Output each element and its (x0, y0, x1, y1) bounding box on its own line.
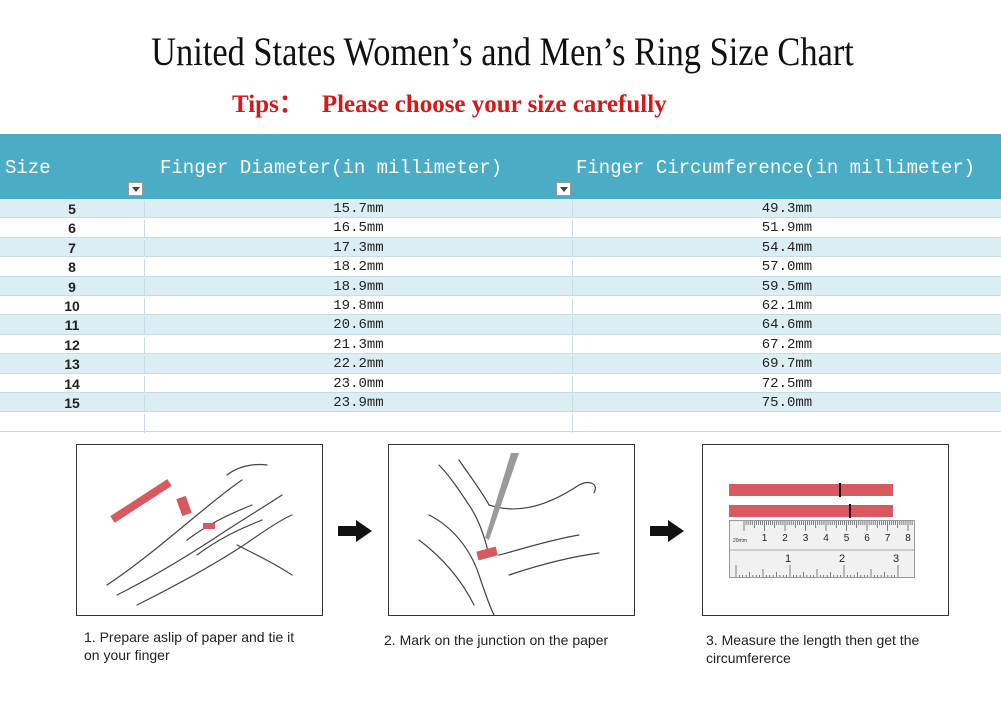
circumference-cell: 69.7mm (572, 356, 1001, 376)
paper-strip-top (729, 483, 893, 497)
arrow-right-icon (338, 520, 372, 542)
diameter-cell: 18.2mm (144, 259, 572, 279)
table-header: Size Finger Diameter(in millimeter) Fing… (0, 134, 1001, 199)
size-cell: 12 (64, 336, 80, 353)
diameter-cell: 23.9mm (144, 394, 572, 414)
ruler-ticks: 1 2 3 4 5 6 7 8 1 2 3 (730, 521, 914, 577)
ruler-cm-label: 3 (803, 533, 809, 544)
page-title: United States Women’s and Men’s Ring Siz… (151, 29, 854, 74)
diameter-cell: 17.3mm (144, 239, 572, 259)
diameter-cell: 19.8mm (144, 297, 572, 317)
ruler-cm-label: 2 (782, 533, 788, 544)
size-cell: 9 (68, 278, 76, 295)
ruler-inch-label: 1 (785, 553, 791, 565)
circumference-cell: 49.3mm (572, 201, 1001, 220)
size-cell: 13 (64, 356, 80, 373)
filter-dropdown-icon[interactable] (128, 182, 143, 196)
size-cell: 6 (68, 220, 76, 237)
column-header-circumference: Finger Circumference(in millimeter) (576, 157, 976, 179)
circumference-cell: 57.0mm (572, 259, 1001, 279)
circumference-cell: 54.4mm (572, 239, 1001, 259)
step-1-caption-line: on your finger (84, 647, 170, 663)
step-3-illustration: 1 2 3 4 5 6 7 8 1 2 3 20mm (702, 444, 949, 616)
ruler-cm-label: 4 (823, 533, 829, 544)
circumference-cell: 64.6mm (572, 317, 1001, 337)
ruler: 1 2 3 4 5 6 7 8 1 2 3 20mm (729, 520, 915, 578)
arrow-right-icon (650, 520, 684, 542)
tips-line: Tips： Please choose your size carefully (232, 84, 667, 120)
step-3-caption-line: 3. Measure the length then get the (706, 632, 920, 648)
size-cell: 8 (68, 259, 76, 276)
paper-strip-bottom (729, 504, 893, 518)
size-cell: 5 (68, 201, 76, 217)
step-2-caption: 2. Mark on the junction on the paper (384, 631, 608, 649)
step-2-illustration (388, 444, 635, 616)
ruler-cm-label: 8 (905, 533, 911, 544)
tips-label: Tips： (232, 91, 304, 118)
diameter-cell: 16.5mm (144, 220, 572, 240)
ring-size-table: Size Finger Diameter(in millimeter) Fing… (0, 134, 1001, 434)
step-1-illustration (76, 444, 323, 616)
circumference-cell: 59.5mm (572, 278, 1001, 298)
step-1-caption: 1. Prepare aslip of paper and tie it on … (84, 628, 294, 664)
diameter-cell: 15.7mm (144, 201, 572, 220)
step-1-caption-line: 1. Prepare aslip of paper and tie it (84, 629, 295, 645)
column-header-size: Size (5, 157, 51, 179)
ruler-unit-cm: 20mm (733, 538, 747, 544)
step-3-caption: 3. Measure the length then get the circu… (706, 631, 919, 667)
hand-with-paper-icon (106, 463, 293, 606)
circumference-cell: 75.0mm (572, 394, 1001, 414)
diameter-cell: 20.6mm (144, 317, 572, 337)
column-header-diameter: Finger Diameter(in millimeter) (160, 157, 503, 179)
circumference-cell: 67.2mm (572, 336, 1001, 356)
step-3-caption-line: circumfererce (706, 650, 791, 666)
circumference-cell: 72.5mm (572, 375, 1001, 395)
diameter-cell: 18.9mm (144, 278, 572, 298)
filter-dropdown-icon[interactable] (556, 182, 571, 196)
size-cell: 15 (64, 394, 80, 411)
circumference-cell: 51.9mm (572, 220, 1001, 240)
diameter-cell: 21.3mm (144, 336, 572, 356)
marking-paper-icon (418, 453, 600, 616)
size-cell: 10 (64, 297, 80, 314)
ruler-cm-label: 1 (762, 533, 768, 544)
circumference-cell: 62.1mm (572, 297, 1001, 317)
diameter-cell: 22.2mm (144, 356, 572, 376)
size-cell: 14 (64, 375, 80, 392)
ruler-cm-label: 7 (885, 533, 891, 544)
diameter-cell: 23.0mm (144, 375, 572, 395)
step-2-caption-line: 2. Mark on the junction on the paper (384, 632, 609, 648)
ruler-inch-label: 2 (839, 553, 845, 565)
tips-text: Please choose your size carefully (321, 91, 667, 118)
table-row-empty (0, 412, 1001, 434)
ruler-cm-label: 5 (844, 533, 850, 544)
ruler-inch-label: 3 (893, 553, 899, 565)
size-cell: 11 (64, 317, 80, 334)
size-cell: 7 (68, 239, 76, 256)
ruler-cm-label: 6 (864, 533, 870, 544)
